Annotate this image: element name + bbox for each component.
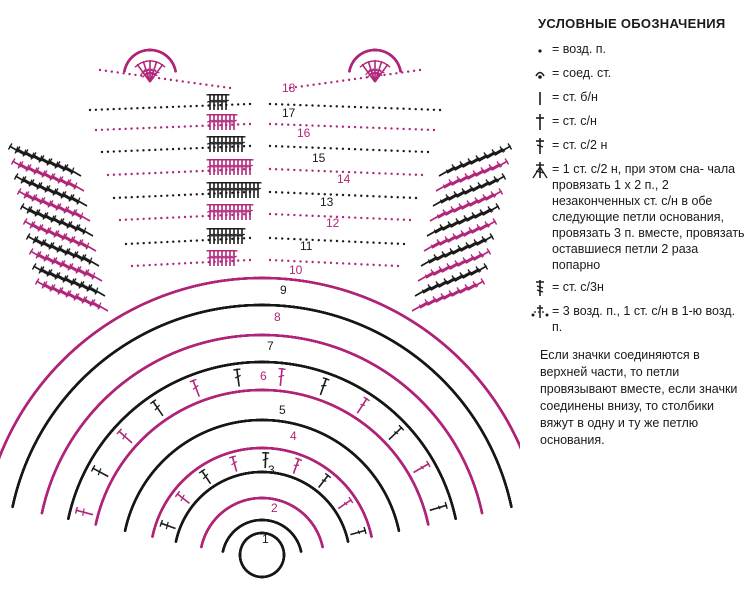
chart-marks: [0, 49, 520, 578]
chain-dot: [300, 550, 302, 552]
crochet-chart: 1 2 3 4 5 6 7 8 9 10 11 12 13 14 15 16 1…: [0, 0, 520, 610]
